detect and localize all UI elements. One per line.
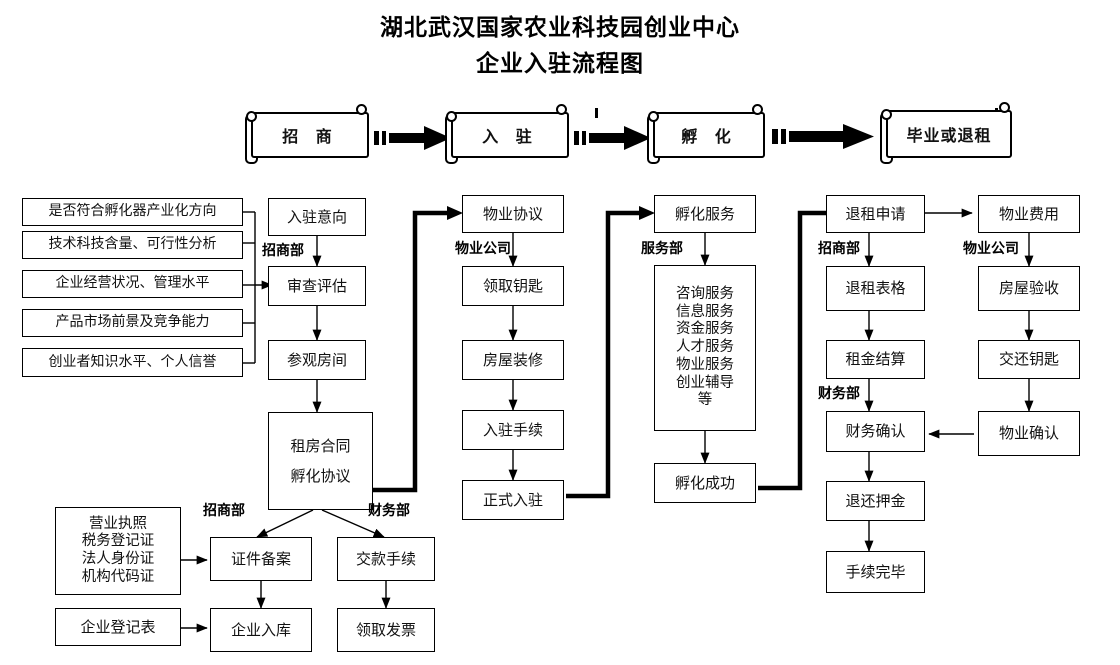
criteria-box-4[interactable]: 产品市场前景及竞争能力 [22,309,243,337]
registration-form-box[interactable]: 企业登记表 [55,608,181,646]
service-item-7: 等 [697,392,713,409]
dept-label-property-company-exit: 物业公司 [963,241,1019,257]
stage-incubate[interactable]: 孵 化 [645,104,767,164]
document-item-4: 机构代码证 [81,568,155,585]
scroll-knob-left [446,111,457,122]
step-finance-confirm[interactable]: 财务确认 [826,411,925,452]
step-document-filing[interactable]: 证件备案 [210,537,312,581]
service-item-1: 咨询服务 [676,286,734,303]
service-list-box[interactable]: 咨询服务 信息服务 资金服务 人才服务 物业服务 创业辅导 等 [654,265,756,431]
scroll-knob-left [881,109,892,120]
step-get-invoice[interactable]: 领取发票 [337,608,435,652]
step-incubation-success[interactable]: 孵化成功 [654,463,756,503]
stage-arrow-3 [772,124,874,149]
document-item-3: 法人身份证 [81,551,155,567]
step-payment-procedure[interactable]: 交款手续 [337,537,435,581]
contract-to-property-connector [373,210,452,493]
step-lease-and-incubation-agreement[interactable]: 租房合同 孵化协议 [268,412,373,510]
service-item-2: 信息服务 [676,303,734,320]
stage-recruit[interactable]: 招 商 [243,104,598,164]
dept-label-finance-exit: 财务部 [818,386,860,402]
step-property-agreement[interactable]: 物业协议 [462,195,564,233]
step-house-inspection[interactable]: 房屋验收 [978,266,1080,311]
scroll-knob-right [999,102,1010,113]
stage-exit-label: 毕业或退租 [886,110,1012,158]
criteria-box-3[interactable]: 企业经营状况、管理水平 [22,270,243,298]
documents-box[interactable]: 营业执照 税务登记证 法人身份证 机构代码证 [55,507,181,595]
dept-label-service: 服务部 [641,241,683,257]
stage-exit[interactable]: 毕业或退租 [878,102,1014,164]
step-review-assess[interactable]: 审查评估 [268,266,366,306]
bottom-column-arrows [256,581,391,609]
incubation-agreement-label: 孵化协议 [290,467,351,485]
document-item-2: 税务登记证 [81,533,155,550]
stage-arrow-1 [374,126,451,150]
stage-recruit-label: 招 商 [251,112,369,158]
dept-label-finance-bottom: 财务部 [368,503,410,519]
stage-incubate-label: 孵 化 [653,112,765,158]
service-item-4: 人才服务 [676,339,734,356]
dept-label-recruit-top: 招商部 [262,243,304,259]
step-settle-procedure[interactable]: 入驻手续 [462,410,564,450]
scroll-knob-right [752,104,763,115]
documents-to-filing-connector [181,555,208,633]
step-procedure-complete[interactable]: 手续完毕 [826,551,925,593]
step-property-confirm[interactable]: 物业确认 [978,411,1080,456]
step-official-settle[interactable]: 正式入驻 [462,480,564,520]
step-rent-settlement[interactable]: 租金结算 [826,340,925,379]
settle-to-incubation-connector [566,210,644,499]
step-get-keys[interactable]: 领取钥匙 [462,266,564,306]
step-settle-intent[interactable]: 入驻意向 [268,198,366,236]
step-incubation-service[interactable]: 孵化服务 [654,195,756,233]
lease-contract-label: 租房合同 [290,437,351,455]
stage-settle-label: 入 驻 [451,112,569,158]
settle-to-incubation-arrowhead [639,206,655,220]
contract-to-property-arrowhead [447,206,463,220]
contract-fork-connectors [256,509,385,538]
step-visit-room[interactable]: 参观房间 [268,340,366,380]
step-deposit-refund[interactable]: 退还押金 [826,481,925,521]
dept-label-property-company: 物业公司 [455,241,511,257]
scroll-stem [595,108,598,118]
stage-arrow-2 [574,126,651,150]
service-item-3: 资金服务 [676,321,734,338]
dept-label-recruit-bottom: 招商部 [203,503,245,519]
step-lease-exit-application[interactable]: 退租申请 [826,195,925,233]
page-title-line1: 湖北武汉国家农业科技园创业中心 [380,15,740,41]
page-title-line2: 企业入驻流程图 [476,51,644,77]
step-lease-exit-form[interactable]: 退租表格 [826,266,925,311]
service-item-5: 物业服务 [676,356,734,373]
criteria-box-1[interactable]: 是否符合孵化器产业化方向 [22,198,243,226]
stage-settle[interactable]: 入 驻 [443,104,998,164]
step-property-fee[interactable]: 物业费用 [978,195,1080,233]
service-item-6: 创业辅导 [676,374,734,391]
document-item-1: 营业执照 [89,515,147,532]
scroll-knob-left [648,111,659,122]
criteria-box-5[interactable]: 创业者知识水平、个人信誉 [22,348,243,377]
scroll-knob-right [356,104,367,115]
step-renovation[interactable]: 房屋装修 [462,340,564,380]
step-return-keys[interactable]: 交还钥匙 [978,340,1080,379]
dept-label-recruit-exit: 招商部 [818,241,860,257]
step-enterprise-registry[interactable]: 企业入库 [210,608,312,652]
criteria-box-2[interactable]: 技术科技含量、可行性分析 [22,231,243,259]
scroll-knob-right [556,104,567,115]
scroll-knob-left [246,111,257,122]
